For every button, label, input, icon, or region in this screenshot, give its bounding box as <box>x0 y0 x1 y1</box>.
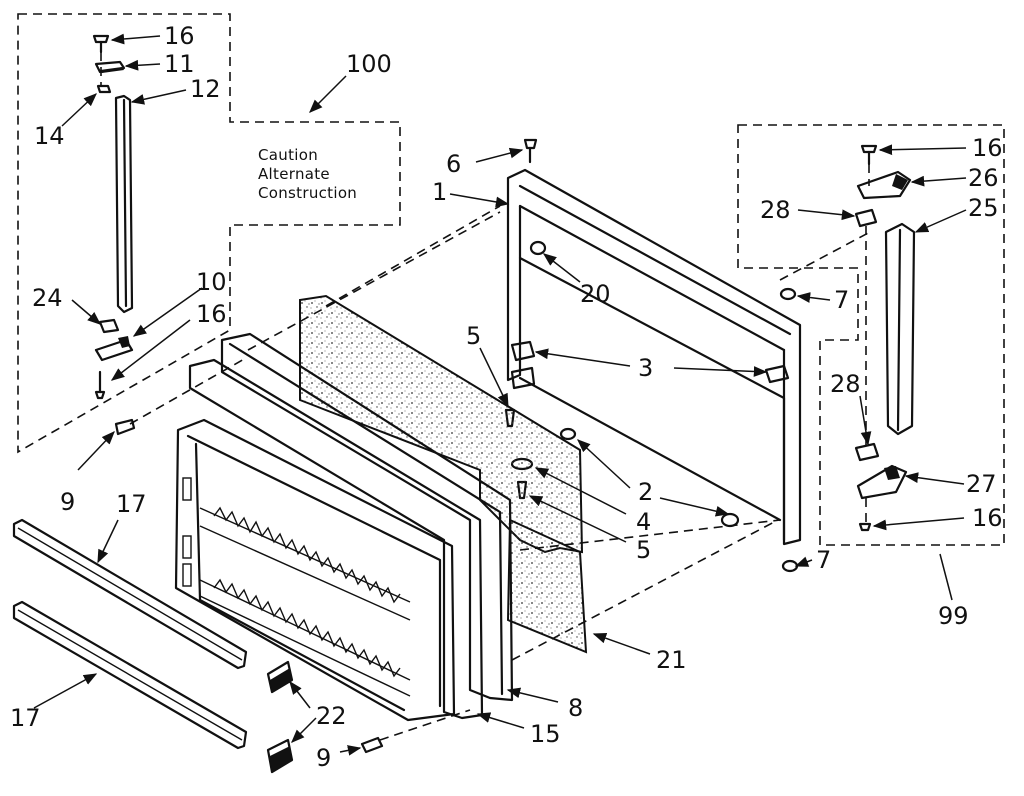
end-cap-22-upper <box>266 660 294 694</box>
door-liner <box>174 418 456 722</box>
callout-3: 3 <box>638 354 653 382</box>
callout-16: 16 <box>972 504 1003 532</box>
group-99-outline <box>737 124 1005 546</box>
callout-16: 16 <box>972 134 1003 162</box>
door-frame-1 <box>506 168 802 546</box>
callout-17: 17 <box>10 704 41 732</box>
handle-25 <box>884 222 916 436</box>
callout-6: 6 <box>446 150 461 178</box>
bumper-20 <box>529 240 547 256</box>
door-liner-8 <box>220 332 514 702</box>
callout-16: 16 <box>164 22 195 50</box>
note-line-2: Alternate <box>258 165 330 183</box>
note-line-3: Construction <box>258 184 357 202</box>
shim-28-top <box>854 208 878 228</box>
screw-9-upper <box>114 418 136 436</box>
callout-21: 21 <box>656 646 687 674</box>
callout-4: 4 <box>636 508 651 536</box>
group-100-outline <box>17 13 401 454</box>
callout-2: 2 <box>638 478 653 506</box>
leader-lines <box>33 33 967 756</box>
callout-26: 26 <box>968 164 999 192</box>
insulation-panel-21 <box>299 294 588 654</box>
callout-9: 9 <box>316 744 331 772</box>
callout-20: 20 <box>580 280 611 308</box>
bumper-2-right <box>720 512 740 528</box>
hinge-cap-11 <box>94 60 126 74</box>
gasket-15 <box>188 358 484 720</box>
hinge-bracket-10 <box>94 336 134 362</box>
hinge-27 <box>856 464 908 500</box>
callout-7: 7 <box>834 286 849 314</box>
screw-16-bottom-right <box>858 522 872 532</box>
callout-10: 10 <box>196 268 227 296</box>
callout-labels: 16 11 12 14 100 10 24 16 9 6 1 20 5 3 7 … <box>10 22 1003 772</box>
callout-5: 5 <box>636 536 651 564</box>
bumper-2-left <box>559 427 577 441</box>
callout-15: 15 <box>530 720 561 748</box>
caution-note: Caution Alternate Construction <box>258 146 357 202</box>
end-cap-22-lower <box>266 738 294 774</box>
assembly-lines <box>100 52 871 741</box>
note-line-1: Caution <box>258 146 318 164</box>
shelf-bar-17-upper <box>12 518 248 670</box>
callout-22: 22 <box>316 702 347 730</box>
screw-16-top-left <box>92 34 110 54</box>
screw-16-top-right <box>860 144 878 166</box>
handle-12 <box>114 94 134 314</box>
callout-17: 17 <box>116 490 147 518</box>
callout-28: 28 <box>830 370 861 398</box>
callout-14: 14 <box>34 122 65 150</box>
hinge-3-left <box>510 340 536 362</box>
screw-9-lower <box>360 736 384 754</box>
bracket-lower-left <box>510 366 536 390</box>
callout-11: 11 <box>164 50 195 78</box>
callout-5: 5 <box>466 322 481 350</box>
callout-1: 1 <box>432 178 447 206</box>
shim-28-lower <box>854 442 880 462</box>
callout-28: 28 <box>760 196 791 224</box>
screw-6 <box>523 138 538 164</box>
callout-7: 7 <box>816 546 831 574</box>
callout-12: 12 <box>190 75 221 103</box>
callout-25: 25 <box>968 194 999 222</box>
callout-99: 99 <box>938 602 969 630</box>
callout-24: 24 <box>32 284 63 312</box>
hinge-3-right <box>764 364 790 384</box>
shelf-bar-17-lower <box>12 600 248 750</box>
plug-7-bottom <box>781 559 799 573</box>
shim-14 <box>96 84 112 94</box>
callout-8: 8 <box>568 694 583 722</box>
hinge-26 <box>856 170 912 200</box>
callout-27: 27 <box>966 470 997 498</box>
callout-100: 100 <box>346 50 392 78</box>
hinge-plate-24 <box>98 318 120 334</box>
plug-7-top <box>779 287 797 301</box>
screw-16-bottom-left <box>94 370 106 400</box>
callout-9: 9 <box>60 488 75 516</box>
callout-16: 16 <box>196 300 227 328</box>
